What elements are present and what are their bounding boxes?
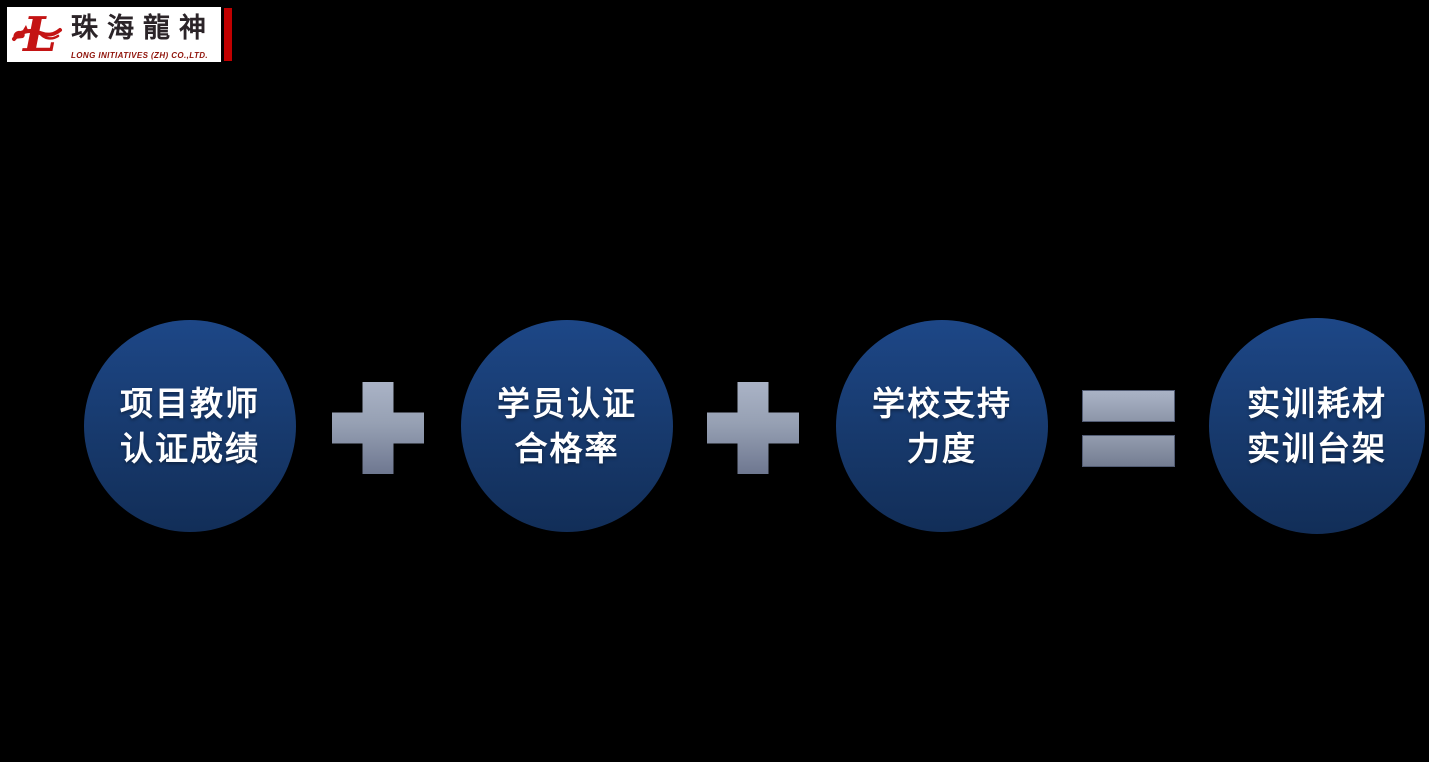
plus-icon: [332, 382, 424, 474]
circle-text-line: 认证成绩: [120, 430, 260, 467]
company-logo: L 珠海龍神 LONG INITIATIVES (ZH) CO.,LTD.: [7, 7, 221, 62]
circle-text-line: 项目教师: [120, 385, 260, 422]
circle-text-line: 实训台架: [1247, 430, 1387, 467]
circle-text-line: 力度: [907, 430, 977, 467]
circle-student-pass-rate: 学员认证 合格率: [461, 320, 673, 532]
equals-icon: [1082, 390, 1175, 467]
circle-text-line: 学校支持: [872, 385, 1012, 422]
equals-bottom-bar: [1082, 435, 1175, 467]
circle-teacher-certification-scores: 项目教师 认证成绩: [84, 320, 296, 532]
circle-text-line: 实训耗材: [1247, 385, 1387, 422]
plus-icon: [707, 382, 799, 474]
circle-school-support: 学校支持 力度: [836, 320, 1048, 532]
brand-name-english: LONG INITIATIVES (ZH) CO.,LTD.: [71, 51, 209, 60]
equals-top-bar: [1082, 390, 1175, 422]
circle-training-materials-bench: 实训耗材 实训台架: [1209, 318, 1425, 534]
circle-text-line: 合格率: [514, 430, 620, 467]
logo-accent-bar: [224, 8, 232, 61]
dragon-l-icon: L: [12, 9, 62, 60]
brand-name-chinese: 珠海龍神: [71, 13, 215, 44]
circle-text-line: 学员认证: [497, 385, 637, 422]
